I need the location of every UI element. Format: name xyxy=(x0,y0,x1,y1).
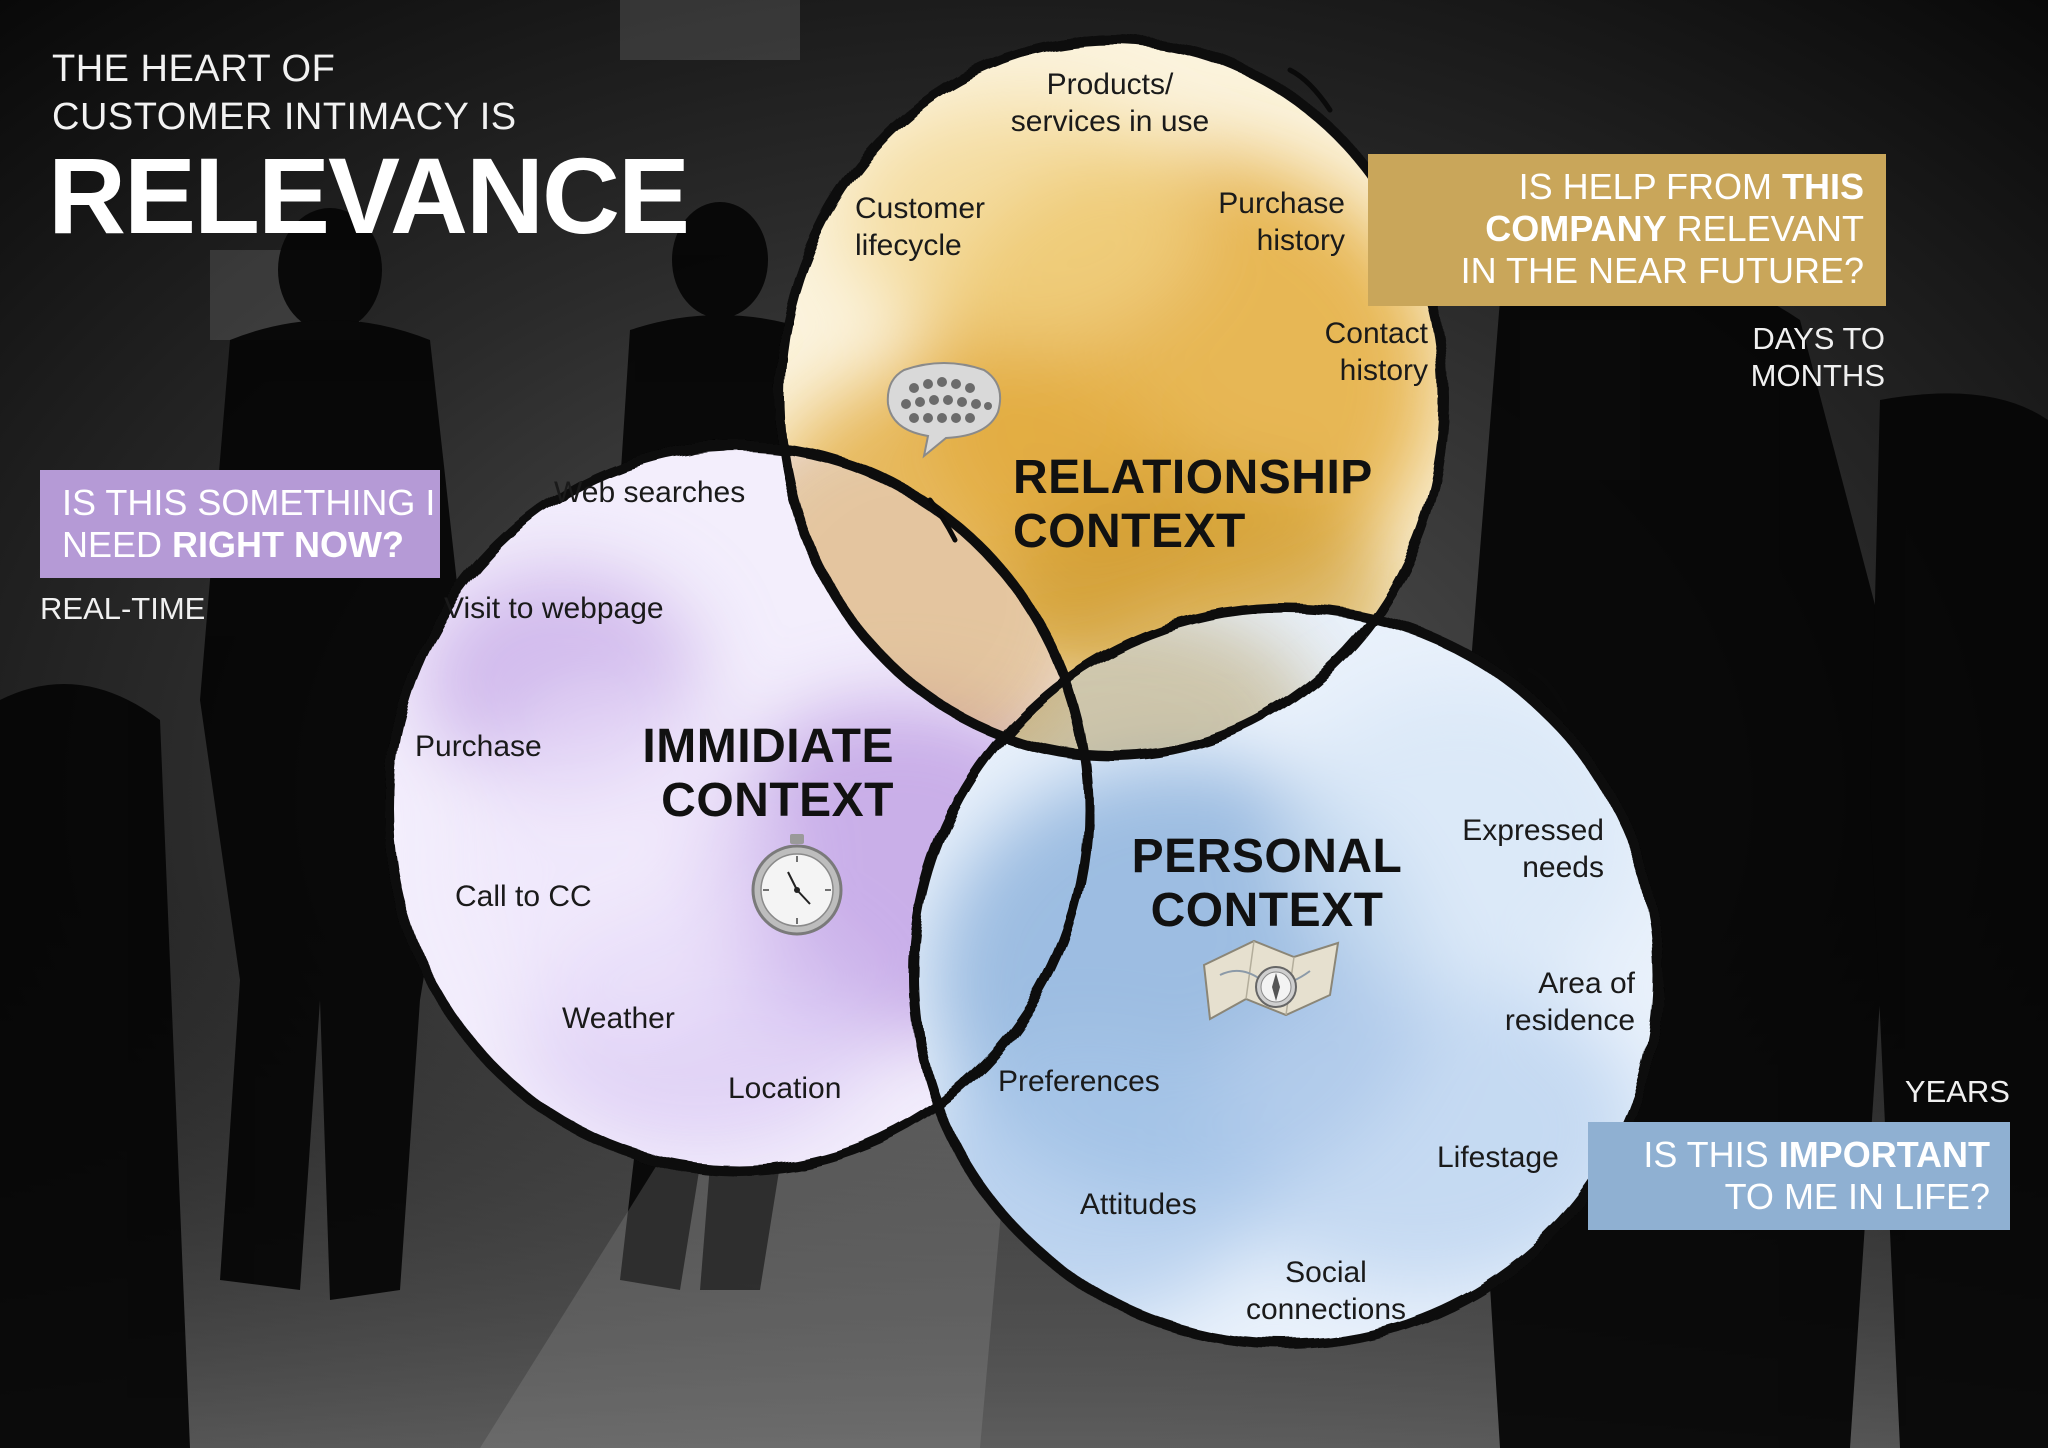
immediate-question-line2-bold: RIGHT NOW? xyxy=(172,524,404,565)
relationship-question-box: IS HELP FROM THIS COMPANY RELEVANT IN TH… xyxy=(1368,154,1886,306)
item-expressed-needs-line1: Expressed xyxy=(1462,814,1604,847)
relationship-context-line2: CONTEXT xyxy=(1013,505,1246,558)
page-title: RELEVANCE xyxy=(48,135,690,256)
item-products-line1: Products/ xyxy=(1046,68,1174,101)
personal-question-box: IS THIS IMPORTANT TO ME IN LIFE? xyxy=(1588,1122,2010,1230)
item-area-line2: residence xyxy=(1504,1004,1635,1037)
item-area-of-residence: Area of residence xyxy=(1450,965,1635,1039)
relationship-question-line3: IN THE NEAR FUTURE? xyxy=(1460,250,1864,291)
immediate-timeframe: REAL-TIME xyxy=(40,591,206,626)
item-contact-history-line2: history xyxy=(1339,354,1428,387)
item-lifestage: Lifestage xyxy=(1437,1141,1559,1174)
item-preferences: Preferences xyxy=(998,1065,1160,1098)
immediate-question-line1: IS THIS SOMETHING I xyxy=(62,482,436,523)
item-products-line2: services in use xyxy=(1010,105,1210,138)
stopwatch-icon xyxy=(751,834,843,936)
relationship-question-line1-plain: IS HELP FROM xyxy=(1518,166,1782,207)
personal-context-line1: PERSONAL xyxy=(1131,830,1403,883)
item-purchase-history-line1: Purchase xyxy=(1218,187,1345,220)
item-purchase: Purchase xyxy=(415,730,542,763)
personal-question-line1-bold: IMPORTANT xyxy=(1778,1134,1990,1175)
item-products-services: Products/ services in use xyxy=(1000,66,1220,140)
item-attitudes: Attitudes xyxy=(1080,1188,1197,1221)
title-line-2: CUSTOMER INTIMACY IS xyxy=(52,96,517,138)
item-contact-history: Contact history xyxy=(1280,315,1428,389)
immediate-question-box: IS THIS SOMETHING I NEED RIGHT NOW? xyxy=(40,470,440,578)
item-area-line1: Area of xyxy=(1538,967,1635,1000)
relationship-question-line1-bold: THIS xyxy=(1781,166,1864,207)
immediate-context-line2: CONTEXT xyxy=(661,774,894,827)
relationship-question-line2-bold: COMPANY xyxy=(1485,208,1667,249)
item-lifecycle-line2: lifecycle xyxy=(855,229,962,262)
item-location: Location xyxy=(728,1072,842,1105)
personal-timeframe: YEARS xyxy=(1904,1074,2010,1109)
item-lifecycle-line1: Customer xyxy=(855,192,986,225)
immediate-context-line1: IMMIDIATE xyxy=(642,720,894,773)
relationship-context-line1: RELATIONSHIP xyxy=(1013,451,1373,504)
item-customer-lifecycle: Customer lifecycle xyxy=(855,190,985,264)
relationship-context-label: RELATIONSHIP CONTEXT xyxy=(1013,451,1373,559)
item-purchase-history: Purchase history xyxy=(1180,185,1345,259)
map-compass-icon xyxy=(1202,939,1340,1021)
speech-bubble-people-icon xyxy=(886,362,1002,459)
item-social-line2: connections xyxy=(1245,1293,1407,1326)
title-line-1: THE HEART OF xyxy=(52,48,336,90)
item-purchase-history-line2: history xyxy=(1256,224,1345,257)
item-call-to-cc: Call to CC xyxy=(455,880,592,913)
item-weather: Weather xyxy=(562,1002,675,1035)
item-web-searches: Web searches xyxy=(554,476,746,509)
relationship-question-line2-plain: RELEVANT xyxy=(1666,208,1864,249)
relationship-timeframe-line1: DAYS TO xyxy=(1752,321,1885,356)
item-visit-webpage: Visit to webpage xyxy=(444,592,664,625)
relationship-timeframe-line2: MONTHS xyxy=(1750,358,1885,393)
personal-question-line1-plain: IS THIS xyxy=(1643,1134,1779,1175)
relationship-timeframe: DAYS TO MONTHS xyxy=(1660,320,1885,394)
item-expressed-needs-line2: needs xyxy=(1522,851,1604,884)
personal-question-line2: TO ME IN LIFE? xyxy=(1724,1176,1990,1217)
immediate-question-line2-plain: NEED xyxy=(62,524,173,565)
item-contact-history-line1: Contact xyxy=(1324,317,1428,350)
item-expressed-needs: Expressed needs xyxy=(1440,812,1604,886)
item-social-line1: Social xyxy=(1285,1256,1367,1289)
personal-context-line2: CONTEXT xyxy=(1150,884,1384,937)
personal-context-label: PERSONAL CONTEXT xyxy=(1120,830,1414,938)
immediate-context-label: IMMIDIATE CONTEXT xyxy=(620,720,894,828)
item-social-connections: Social connections xyxy=(1230,1254,1422,1328)
